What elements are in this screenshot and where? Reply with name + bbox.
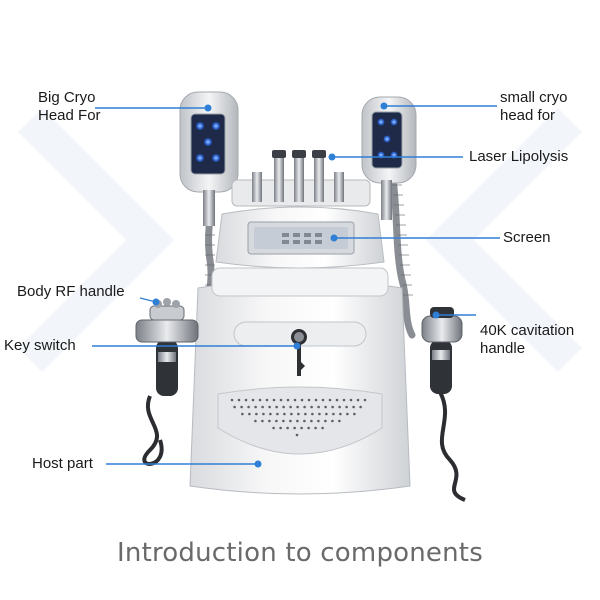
- host-body: [189, 267, 411, 495]
- label-laser-lipolysis: Laser Lipolysis: [469, 148, 569, 165]
- label-big-cryo-line1: Big Cryo: [38, 89, 96, 106]
- speaker-holes: [230, 398, 367, 437]
- label-cavitation-line2: handle: [480, 340, 526, 357]
- callout-lines: [92, 102, 500, 468]
- label-small-cryo-line1: small cryo: [500, 89, 568, 106]
- label-screen: Screen: [503, 229, 551, 246]
- label-key-switch: Key switch: [4, 337, 76, 354]
- big-cryo-head: [179, 91, 239, 226]
- label-cavitation-line1: 40K cavitation: [480, 322, 575, 339]
- laser-paddles: [231, 150, 371, 207]
- label-host-part: Host part: [32, 455, 93, 472]
- label-small-cryo-line2: head for: [500, 107, 556, 124]
- label-big-cryo: Big Cryo Head For: [38, 89, 101, 125]
- body-rf-handle: [135, 298, 199, 466]
- background-watermark: [17, 107, 583, 373]
- key-switch-knob: [291, 329, 307, 376]
- label-small-cryo: small cryo head for: [500, 89, 568, 125]
- page-title: Introduction to components: [117, 538, 483, 568]
- small-cryo-head: [361, 96, 417, 220]
- screen-unit: [215, 206, 385, 269]
- label-big-cryo-line2: Head For: [38, 107, 101, 124]
- cavitation-handle: [421, 307, 466, 502]
- label-body-rf-handle: Body RF handle: [17, 283, 125, 300]
- label-cavitation: 40K cavitation handle: [480, 322, 574, 358]
